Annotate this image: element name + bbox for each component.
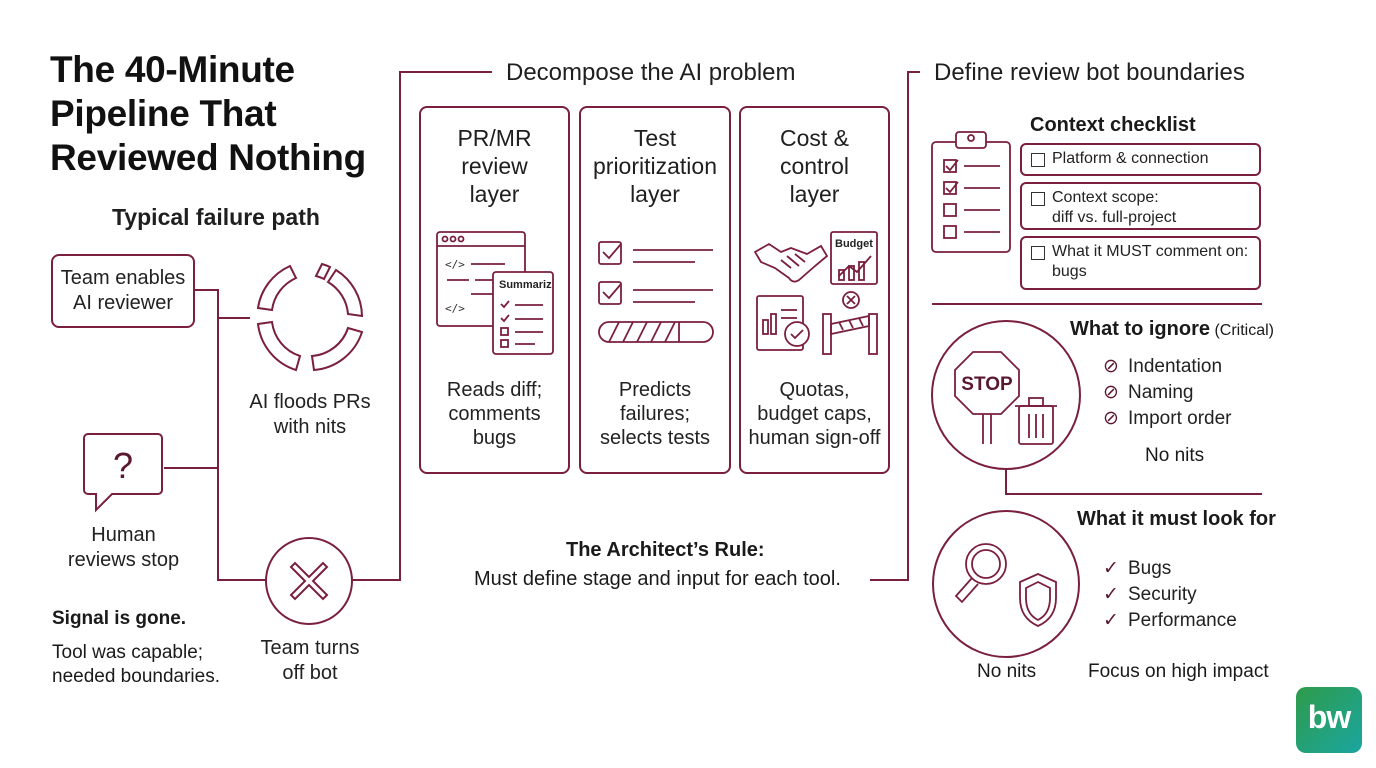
checklist-item-platform: Platform & connection bbox=[1020, 143, 1261, 176]
column-desc: Reads diff; comments bugs bbox=[446, 379, 543, 449]
check-icon: ✓ bbox=[1103, 558, 1119, 579]
lookfor-item: ✓Security bbox=[1100, 582, 1237, 608]
checklist-title: Context checklist bbox=[1030, 114, 1196, 136]
lookfor-heading: What it must look for bbox=[1077, 508, 1276, 530]
step-human-reviews-stop: Human reviews stop bbox=[67, 524, 180, 571]
step-team-turns-off: Team turns off bot bbox=[260, 637, 360, 684]
lookfor-item: ✓Performance bbox=[1100, 608, 1237, 634]
question-bubble-icon: ? bbox=[83, 433, 163, 513]
lookfor-footer: Focus on high impact bbox=[1088, 661, 1269, 682]
page-title: The 40-Minute Pipeline That Reviewed Not… bbox=[50, 49, 366, 178]
ignore-list: ⊘Indentation ⊘Naming ⊘Import order bbox=[1100, 354, 1231, 432]
magnifier-shield-circle bbox=[932, 510, 1080, 658]
step-ai-floods: AI floods PRs with nits bbox=[249, 391, 371, 438]
column-desc: Predicts failures; selects tests bbox=[599, 379, 711, 449]
lookfor-list: ✓Bugs ✓Security ✓Performance bbox=[1100, 556, 1237, 634]
column-title: Test prioritization layer bbox=[593, 125, 717, 207]
svg-text:Summariz: Summariz bbox=[499, 279, 552, 291]
column-test-prioritization: Test prioritization layer Predicts failu… bbox=[579, 106, 731, 474]
column-title: PR/MR review layer bbox=[457, 125, 532, 207]
svg-text:STOP: STOP bbox=[961, 374, 1013, 395]
stop-trash-circle: STOP bbox=[931, 320, 1081, 470]
architect-rule-body: Must define stage and input for each too… bbox=[474, 568, 841, 590]
ignore-item: ⊘Indentation bbox=[1100, 354, 1231, 380]
failure-path-heading: Typical failure path bbox=[112, 204, 320, 230]
column-pr-review: PR/MR review layer </> </> Summariz Read… bbox=[419, 106, 570, 474]
cross-icon bbox=[289, 561, 329, 601]
magnifier-icon bbox=[954, 543, 1057, 627]
ignore-item: ⊘Import order bbox=[1100, 406, 1231, 432]
lookfor-left-label: No nits bbox=[977, 661, 1037, 682]
handshake-budget-icon: Budget bbox=[753, 231, 878, 355]
broken-ring-icon bbox=[256, 262, 364, 372]
ignore-item: ⊘Naming bbox=[1100, 380, 1231, 406]
architect-rule-title: The Architect’s Rule: bbox=[566, 539, 765, 561]
svg-text:Budget: Budget bbox=[835, 238, 873, 250]
check-icon: ✓ bbox=[1103, 610, 1119, 631]
ignore-footer: No nits bbox=[1145, 445, 1205, 466]
svg-text:?: ? bbox=[113, 445, 133, 486]
x-circle-icon bbox=[265, 537, 353, 625]
svg-text:</>: </> bbox=[445, 258, 465, 271]
no-symbol-icon: ⊘ bbox=[1103, 408, 1119, 429]
checklist-progress-icon bbox=[598, 241, 714, 343]
boundaries-heading: Define review bot boundaries bbox=[928, 59, 1251, 87]
clipboard-icon bbox=[931, 131, 1011, 253]
brand-logo: bw bbox=[1296, 687, 1362, 753]
column-cost-control: Cost & control layer Budget Quotas, budg… bbox=[739, 106, 890, 474]
check-icon: ✓ bbox=[1103, 584, 1119, 605]
signal-title: Signal is gone. bbox=[52, 608, 187, 629]
step-team-enables: Team enables AI reviewer bbox=[51, 254, 195, 328]
lookfor-item: ✓Bugs bbox=[1100, 556, 1237, 582]
column-title: Cost & control layer bbox=[779, 125, 850, 207]
stop-sign-icon: STOP bbox=[954, 351, 1057, 445]
column-desc: Quotas, budget caps, human sign-off bbox=[748, 379, 881, 449]
code-window-icon: </> </> Summariz bbox=[436, 231, 554, 355]
signal-body: Tool was capable; needed boundaries. bbox=[52, 642, 220, 687]
checklist-item-must-comment: What it MUST comment on: bugs bbox=[1020, 236, 1261, 290]
no-symbol-icon: ⊘ bbox=[1103, 382, 1119, 403]
ignore-heading: What to ignore (Critical) bbox=[1070, 318, 1274, 340]
svg-text:</>: </> bbox=[445, 302, 465, 315]
no-symbol-icon: ⊘ bbox=[1103, 356, 1119, 377]
decompose-heading: Decompose the AI problem bbox=[500, 59, 802, 87]
checklist-item-context-scope: Context scope: diff vs. full-project bbox=[1020, 182, 1261, 230]
